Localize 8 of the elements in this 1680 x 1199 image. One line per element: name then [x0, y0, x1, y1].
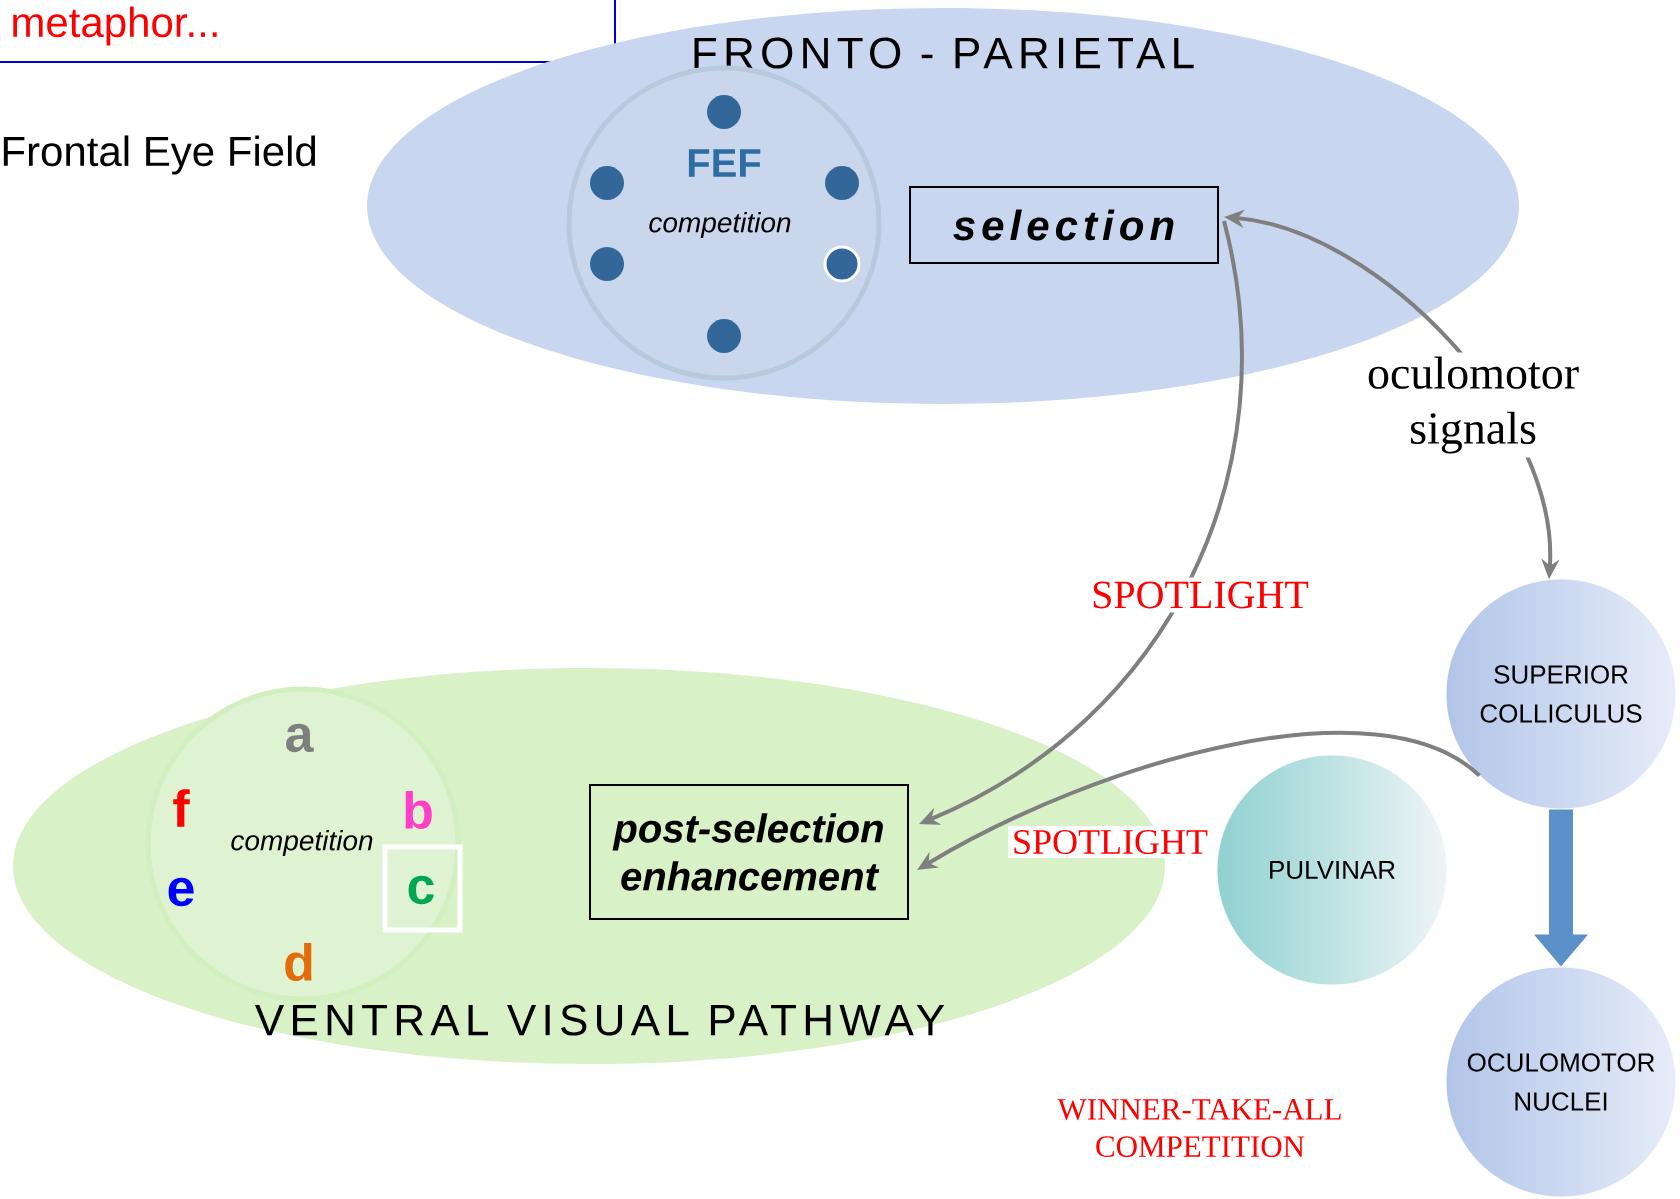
text-label: metaphor...: [13, 6, 217, 46]
text-label: Frontal Eye Field: [3, 135, 316, 175]
edge-label: SPOTLIGHT: [1008, 825, 1212, 859]
label-box: post-selection enhancement: [589, 784, 909, 920]
edge-label: SPOTLIGHT: [1087, 577, 1313, 613]
edge-label: oculomotor signals: [1349, 352, 1597, 458]
label-box: selection: [909, 186, 1219, 264]
text-label: WINNER-TAKE-ALL COMPETITION: [1057, 1099, 1341, 1157]
